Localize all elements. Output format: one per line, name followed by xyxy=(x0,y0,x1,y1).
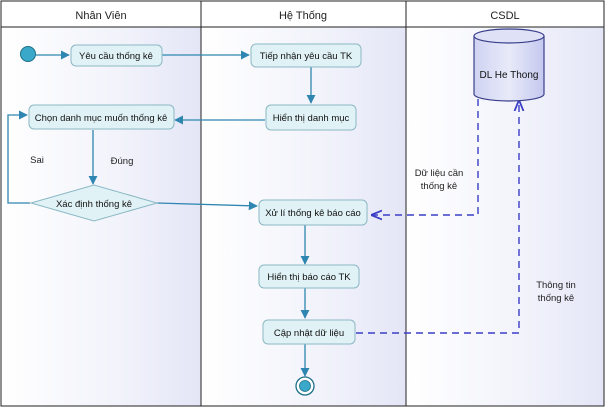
data-flows xyxy=(356,99,519,334)
flow-decide-to-process xyxy=(156,201,258,211)
database-icon: DL He Thong xyxy=(473,28,545,102)
node-tiep-nhan: Tiếp nhận yêu cầu TK xyxy=(250,43,362,68)
lane-header-band xyxy=(1,1,604,27)
node-chon-danh-muc: Chọn danh mục muốn thống kê xyxy=(28,104,175,130)
node-xac-dinh-decision: Xác định thống kê xyxy=(29,184,159,222)
node-hien-thi-danh-muc: Hiển thị danh mục xyxy=(265,104,357,131)
node-xu-li: Xử lí thống kê báo cáo xyxy=(258,199,368,226)
edge-label-du-lieu-can-1: Dữ liệu cần xyxy=(415,168,464,179)
lane-title-csdl: CSDL xyxy=(490,10,519,22)
flow-decide-sai-loop xyxy=(7,110,30,204)
edge-label-sai: Sai xyxy=(30,155,44,166)
edge-label-du-lieu-can-2: thống kê xyxy=(421,181,457,192)
database-label: DL He Thong xyxy=(480,70,539,81)
node-xu-li-label: Xử lí thống kê báo cáo xyxy=(265,208,361,219)
node-yeu-cau: Yêu cầu thống kê xyxy=(70,44,163,67)
node-cap-nhat: Cập nhật dữ liệu xyxy=(262,319,356,345)
node-hien-thi-bao-cao-label: Hiển thị báo cáo TK xyxy=(267,272,351,283)
node-cap-nhat-label: Cập nhật dữ liệu xyxy=(274,328,344,339)
node-hien-thi-bao-cao: Hiển thị báo cáo TK xyxy=(258,264,360,289)
dataflow-update-to-db xyxy=(356,101,519,334)
node-hien-thi-danh-muc-label: Hiển thị danh mục xyxy=(273,113,350,124)
edge-label-dung: Đúng xyxy=(111,156,134,167)
edge-label-thong-tin-2: thống kê xyxy=(538,293,574,304)
end-node xyxy=(295,376,315,396)
lane-title-nhan-vien: Nhân Viên xyxy=(75,10,126,22)
node-yeu-cau-label: Yêu cầu thống kê xyxy=(79,51,153,62)
node-xac-dinh-label: Xác định thống kê xyxy=(56,199,132,210)
start-node xyxy=(20,46,36,62)
node-tiep-nhan-label: Tiếp nhận yêu cầu TK xyxy=(260,51,353,62)
control-flows xyxy=(7,50,316,377)
lane-title-he-thong: Hệ Thống xyxy=(279,10,327,22)
edge-label-thong-tin-1: Thông tin xyxy=(536,280,576,291)
dataflow-db-to-process xyxy=(372,99,479,215)
node-chon-danh-muc-label: Chọn danh mục muốn thống kê xyxy=(35,113,168,124)
